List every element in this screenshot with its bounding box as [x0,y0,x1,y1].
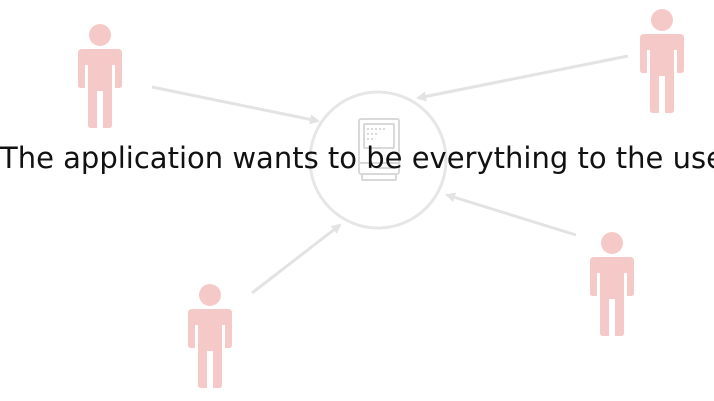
application-circle [308,90,448,230]
person-icon [640,9,684,113]
diagram-caption: The application wants to be everything t… [0,141,714,175]
person-icon [590,232,634,336]
computer-icon [358,118,400,181]
person-icon [78,24,122,128]
arrow-top-right [416,54,629,102]
person-icon [188,284,232,388]
arrow-bottom-left [251,223,342,295]
arrow-top-left [151,85,320,125]
arrow-bottom-right [445,192,577,237]
